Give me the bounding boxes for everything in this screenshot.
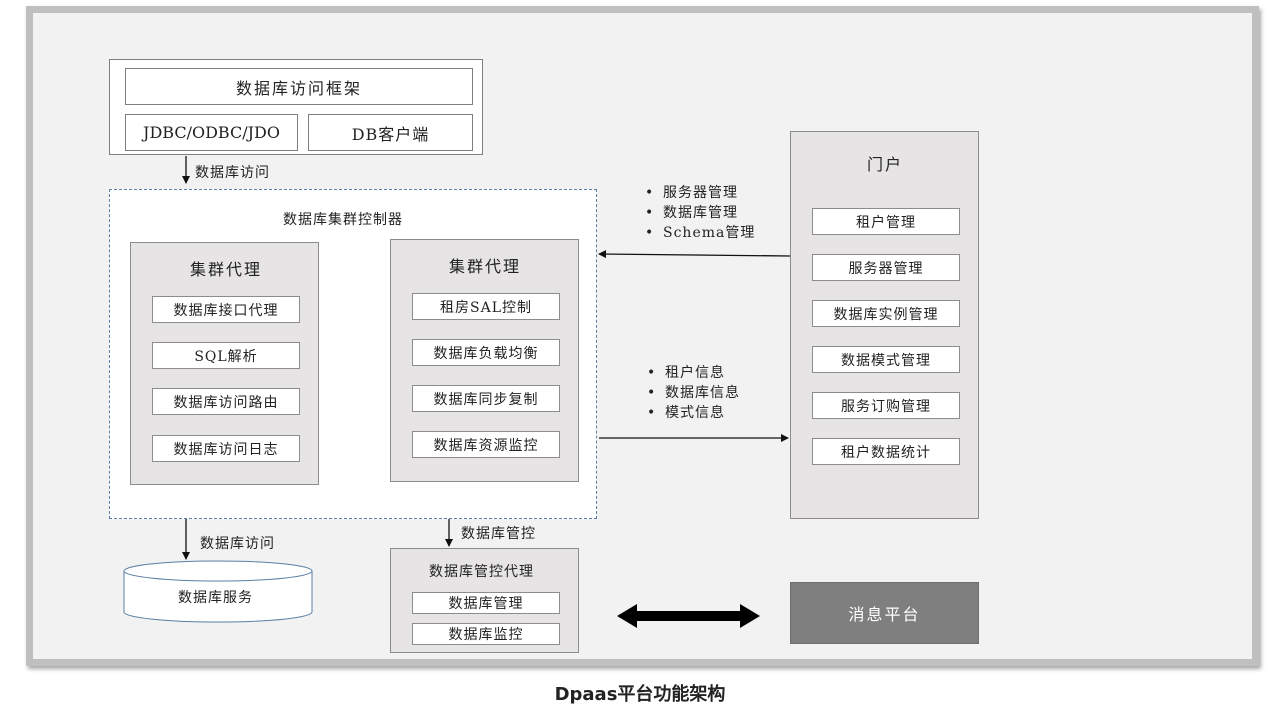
db-service-cylinder <box>123 560 313 623</box>
control-proxy-title: 数据库管控代理 <box>429 564 534 580</box>
left-proxy-item-4: 数据库访问日志 <box>152 435 300 462</box>
portal-item-5: 服务订购管理 <box>812 392 960 419</box>
control-proxy-item-1: 数据库管理 <box>412 592 560 614</box>
right-proxy-item-1: 租房SAL控制 <box>412 293 560 320</box>
db-client-box: DB客户端 <box>308 114 473 151</box>
double-arrow <box>617 604 760 628</box>
diagram-caption: Dpaas平台功能架构 <box>554 684 726 705</box>
left-proxy-item-2: SQL解析 <box>152 342 300 369</box>
portal-item-3: 数据库实例管理 <box>812 300 960 327</box>
portal-title: 门户 <box>867 155 904 174</box>
jdbc-box: JDBC/ODBC/JDO <box>125 114 298 151</box>
portal-item-6: 租户数据统计 <box>812 438 960 465</box>
message-platform: 消息平台 <box>790 582 979 644</box>
left-proxy-item-3: 数据库访问路由 <box>152 388 300 415</box>
bullet-item: 模式信息 <box>647 403 740 423</box>
db-control-label: 数据库管控 <box>461 526 536 542</box>
left-proxy-title: 集群代理 <box>190 260 263 279</box>
portal-item-2: 服务器管理 <box>812 254 960 281</box>
bullets-to-controller: 服务器管理 数据库管理 Schema管理 <box>645 183 755 243</box>
bullet-item: Schema管理 <box>645 223 755 243</box>
right-proxy-item-3: 数据库同步复制 <box>412 385 560 412</box>
portal-item-1: 租户管理 <box>812 208 960 235</box>
db-access-label-top: 数据库访问 <box>195 165 270 181</box>
right-proxy-title: 集群代理 <box>449 257 522 276</box>
right-proxy-item-2: 数据库负载均衡 <box>412 339 560 366</box>
control-proxy-item-2: 数据库监控 <box>412 623 560 645</box>
bullet-item: 租户信息 <box>647 363 740 383</box>
left-proxy-item-1: 数据库接口代理 <box>152 296 300 323</box>
bullet-item: 数据库管理 <box>645 203 755 223</box>
access-framework-title: 数据库访问框架 <box>125 68 473 105</box>
bullet-item: 服务器管理 <box>645 183 755 203</box>
right-proxy-item-4: 数据库资源监控 <box>412 431 560 458</box>
db-access-label-bottom: 数据库访问 <box>200 536 275 552</box>
db-service-label: 数据库服务 <box>178 590 253 606</box>
arrow-portal-to-controller <box>598 250 791 259</box>
portal-item-4: 数据模式管理 <box>812 346 960 373</box>
bullets-to-portal: 租户信息 数据库信息 模式信息 <box>647 363 740 423</box>
cluster-controller-title: 数据库集群控制器 <box>283 212 403 228</box>
bullet-item: 数据库信息 <box>647 383 740 403</box>
